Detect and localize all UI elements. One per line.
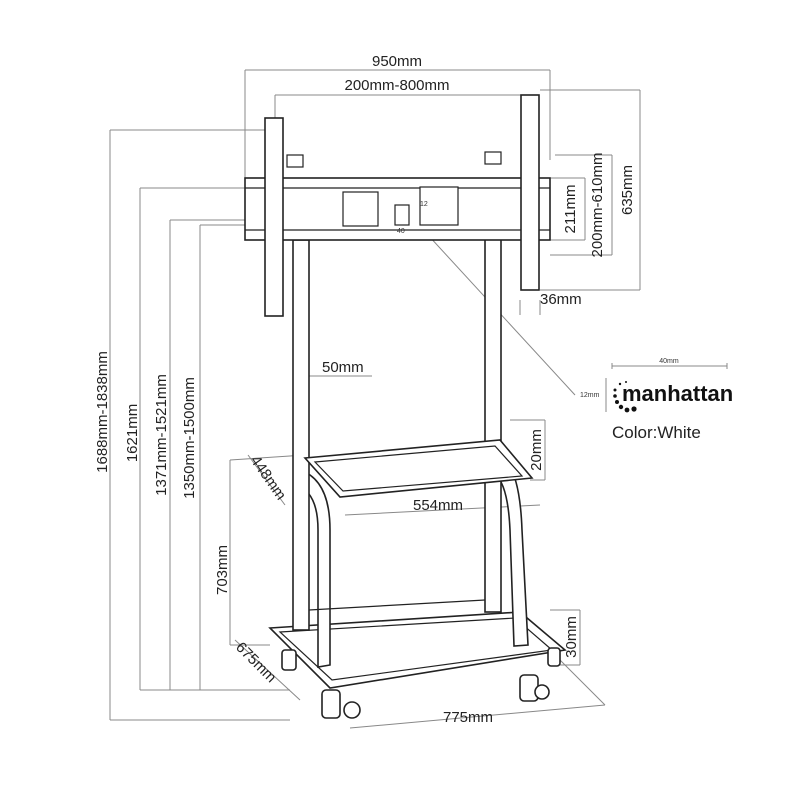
label-base-depth: 675mm	[232, 639, 279, 686]
label-shelf-depth: 448mm	[247, 453, 290, 504]
label-plate-height: 211mm	[562, 185, 579, 234]
detail-label-12: 12	[420, 201, 428, 208]
label-plate-top-height: 1371mm-1521mm	[153, 374, 170, 496]
brand-logo-text: manhattan	[622, 381, 733, 406]
label-overall-width: 950mm	[372, 53, 422, 70]
detail-label-40: 40	[397, 228, 405, 235]
dimension-labels: 950mm 200mm-800mm 211mm 200mm-610mm 635m…	[94, 53, 636, 726]
logo-height-label: 12mm	[580, 392, 600, 399]
label-vesa-height: 200mm-610mm	[589, 152, 606, 257]
label-center-height: 1350mm-1500mm	[181, 377, 198, 499]
wheels	[281, 647, 561, 719]
left-column	[292, 239, 310, 631]
manhattan-logo-icon	[613, 381, 637, 413]
label-total-height: 1688mm-1838mm	[94, 351, 111, 473]
label-shelf-height: 703mm	[214, 545, 231, 595]
logo-block: 40mm 12mm manhattan Color:White	[580, 358, 733, 442]
label-base-width: 775mm	[443, 709, 493, 726]
label-arm-height: 635mm	[619, 165, 636, 215]
label-base-thickness: 30mm	[563, 616, 580, 658]
label-frame-height: 1621mm	[124, 404, 141, 462]
label-arm-depth: 36mm	[540, 291, 582, 308]
label-column-width: 50mm	[322, 359, 364, 376]
color-label: Color:White	[612, 423, 701, 442]
label-vesa-width: 200mm-800mm	[344, 77, 449, 94]
logo-width-label: 40mm	[659, 358, 679, 365]
left-arm	[264, 117, 284, 317]
label-shelf-width: 554mm	[413, 497, 463, 514]
label-shelf-thickness: 20mm	[528, 429, 545, 471]
right-column	[484, 231, 502, 613]
stand-drawing: 12 40	[244, 94, 567, 719]
right-arm	[520, 94, 540, 291]
dimension-lines	[109, 69, 641, 729]
